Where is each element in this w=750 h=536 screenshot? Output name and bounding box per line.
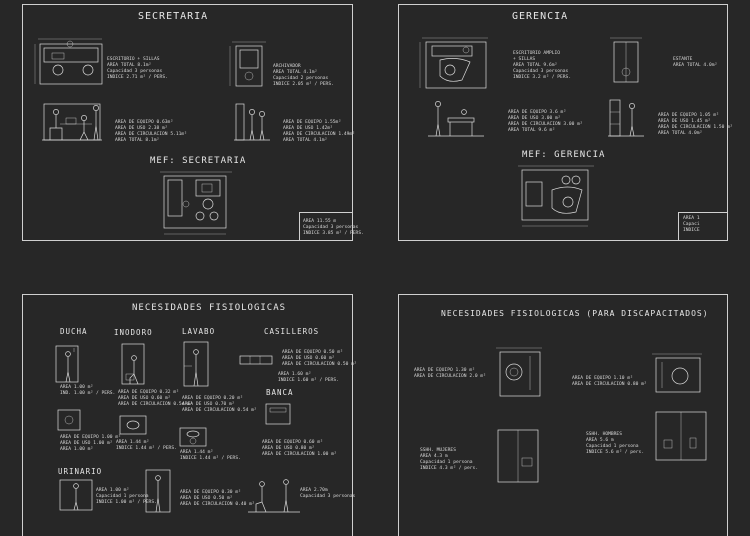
gerencia-shelf-elevation: [608, 99, 644, 137]
gerencia-summary-box: [678, 212, 728, 241]
label-banca: BANCA: [266, 388, 294, 397]
secretaria-areas-right: AREA DE EQUIPO 1.55m² AREA DE USO 1.42m²…: [283, 120, 355, 143]
secretaria-desk-elevation: [42, 103, 102, 141]
casilleros-note-a: AREA DE EQUIPO 0.50 m² AREA DE USO 0.60 …: [282, 350, 357, 367]
banca-elevation: [248, 479, 300, 513]
inodoro-note-a: AREA DE EQUIPO 0.32 m² AREA DE USO 0.60 …: [118, 390, 193, 407]
discapacitados-title: NECESIDADES FISIOLOGICAS (PARA DISCAPACI…: [441, 309, 709, 318]
secretaria-desk-note: ESCRITORIO + SILLAS AREA TOTAL 8.1m² Cap…: [107, 57, 168, 80]
gerencia-title: GERENCIA: [512, 11, 569, 22]
secretaria-title: SECRETARIA: [138, 11, 209, 22]
disc-left-areas: AREA DE EQUIPO 1.30 m² AREA DE CIRCULACI…: [414, 368, 486, 379]
disc-left-elevation: [497, 429, 539, 483]
disc-ssh-note: SSHH. HOMBRES AREA 5.6 m Capacidad 1 per…: [586, 432, 645, 455]
ducha-plan: [57, 409, 81, 431]
gerencia-mef-plan: [518, 165, 594, 227]
disc-right-plan: [652, 353, 702, 393]
lavabo-plan: [179, 427, 207, 447]
gerencia-shelf-plan: [610, 37, 642, 83]
panel-gerencia: [398, 4, 728, 241]
lockers-elevation-2: [145, 469, 171, 513]
disc-right-areas: AREA DE EQUIPO 1.10 m² AREA DE CIRCULACI…: [572, 376, 647, 387]
secretaria-archive-note: ARCHIVADOR AREA TOTAL 4.1m² Capacidad 2 …: [273, 64, 334, 87]
gerencia-areas-left: AREA DE EQUIPO 3.6 m² AREA DE USO 3.00 m…: [508, 110, 583, 133]
label-inodoro: INODORO: [114, 328, 153, 337]
disc-ssm-note: SSHH. MUJERES AREA 4.3 m Capacidad 1 per…: [420, 448, 479, 471]
ducha-note-a: AREA 1.00 m² IND. 1.00 m² / PERS.: [60, 385, 116, 396]
gerencia-desk-elevation: [428, 101, 484, 137]
secretaria-archive-elevation: [234, 103, 270, 141]
secretaria-summary-note: AREA 11.55 m Capacidad 3 personas INDICE…: [303, 219, 364, 236]
gerencia-shelf-note: ESTANTE AREA TOTAL 4.0m²: [673, 57, 718, 68]
urinario-note-a: AREA 1.00 m² Capacidad 1 persona INDICE …: [96, 488, 157, 505]
casilleros-elevation: [239, 355, 273, 365]
fisiologicas-title: NECESIDADES FISIOLOGICAS: [132, 303, 287, 313]
panel-fisiologicas: [22, 294, 353, 536]
label-ducha: DUCHA: [60, 327, 88, 336]
label-casilleros: CASILLEROS: [264, 327, 320, 336]
panel-secretaria: [22, 4, 353, 241]
secretaria-mef-title: MEF: SECRETARIA: [150, 156, 247, 166]
lavabo-note-a: AREA DE EQUIPO 0.20 m² AREA DE USO 0.70 …: [182, 396, 257, 413]
casilleros-note-b: AREA 1.60 m² INDICE 1.60 m² / PERS.: [278, 372, 339, 383]
urinario-elevation: [59, 479, 93, 511]
label-lavabo: LAVABO: [182, 327, 216, 336]
lavabo-elevation: [183, 341, 209, 387]
gerencia-desk-plan: [419, 37, 488, 89]
secretaria-areas-left: AREA DE EQUIPO 0.63m² AREA DE USO 2.38 m…: [115, 120, 187, 143]
gerencia-summary-note: AREA 1 Capaci INDICE: [683, 216, 700, 233]
secretaria-desk-plan: [34, 38, 103, 85]
gerencia-areas-right: AREA DE EQUIPO 1.05 m² AREA DE USO 1.45 …: [658, 113, 733, 136]
ducha-elevation: [55, 345, 79, 383]
secretaria-summary-box: [299, 212, 353, 241]
label-urinario: URINARIO: [58, 467, 103, 476]
panel-discapacitados: [398, 294, 728, 536]
lavabo-note-b: AREA 1.44 m² INDICE 1.44 m² / PERS.: [180, 450, 241, 461]
secretaria-archive-plan: [229, 41, 266, 87]
inodoro-elevation: [121, 343, 145, 385]
ducha-note-b: AREA DE EQUIPO 1.00 m² AREA DE USO 1.00 …: [60, 435, 121, 452]
secretaria-mef-plan: [160, 171, 232, 235]
banca-note-a: AREA DE EQUIPO 0.60 m² AREA DE USO 0.80 …: [262, 440, 337, 457]
inodoro-plan: [119, 415, 147, 435]
banca-note-b: AREA 2.70m Capacidad 3 personas: [300, 488, 356, 499]
disc-left-plan: [496, 347, 542, 397]
banca-plan: [265, 403, 291, 425]
urinario-note-b: AREA DE EQUIPO 0.30 m² AREA DE USO 0.50 …: [180, 490, 255, 507]
gerencia-mef-title: MEF: GERENCIA: [522, 150, 606, 160]
inodoro-note-b: AREA 1.44 m² INDICE 1.44 m² / PERS.: [116, 440, 177, 451]
gerencia-desk-note: ESCRITORIO AMPLIO + SILLAS AREA TOTAL 9.…: [513, 51, 572, 80]
disc-right-elevation: [655, 411, 707, 461]
